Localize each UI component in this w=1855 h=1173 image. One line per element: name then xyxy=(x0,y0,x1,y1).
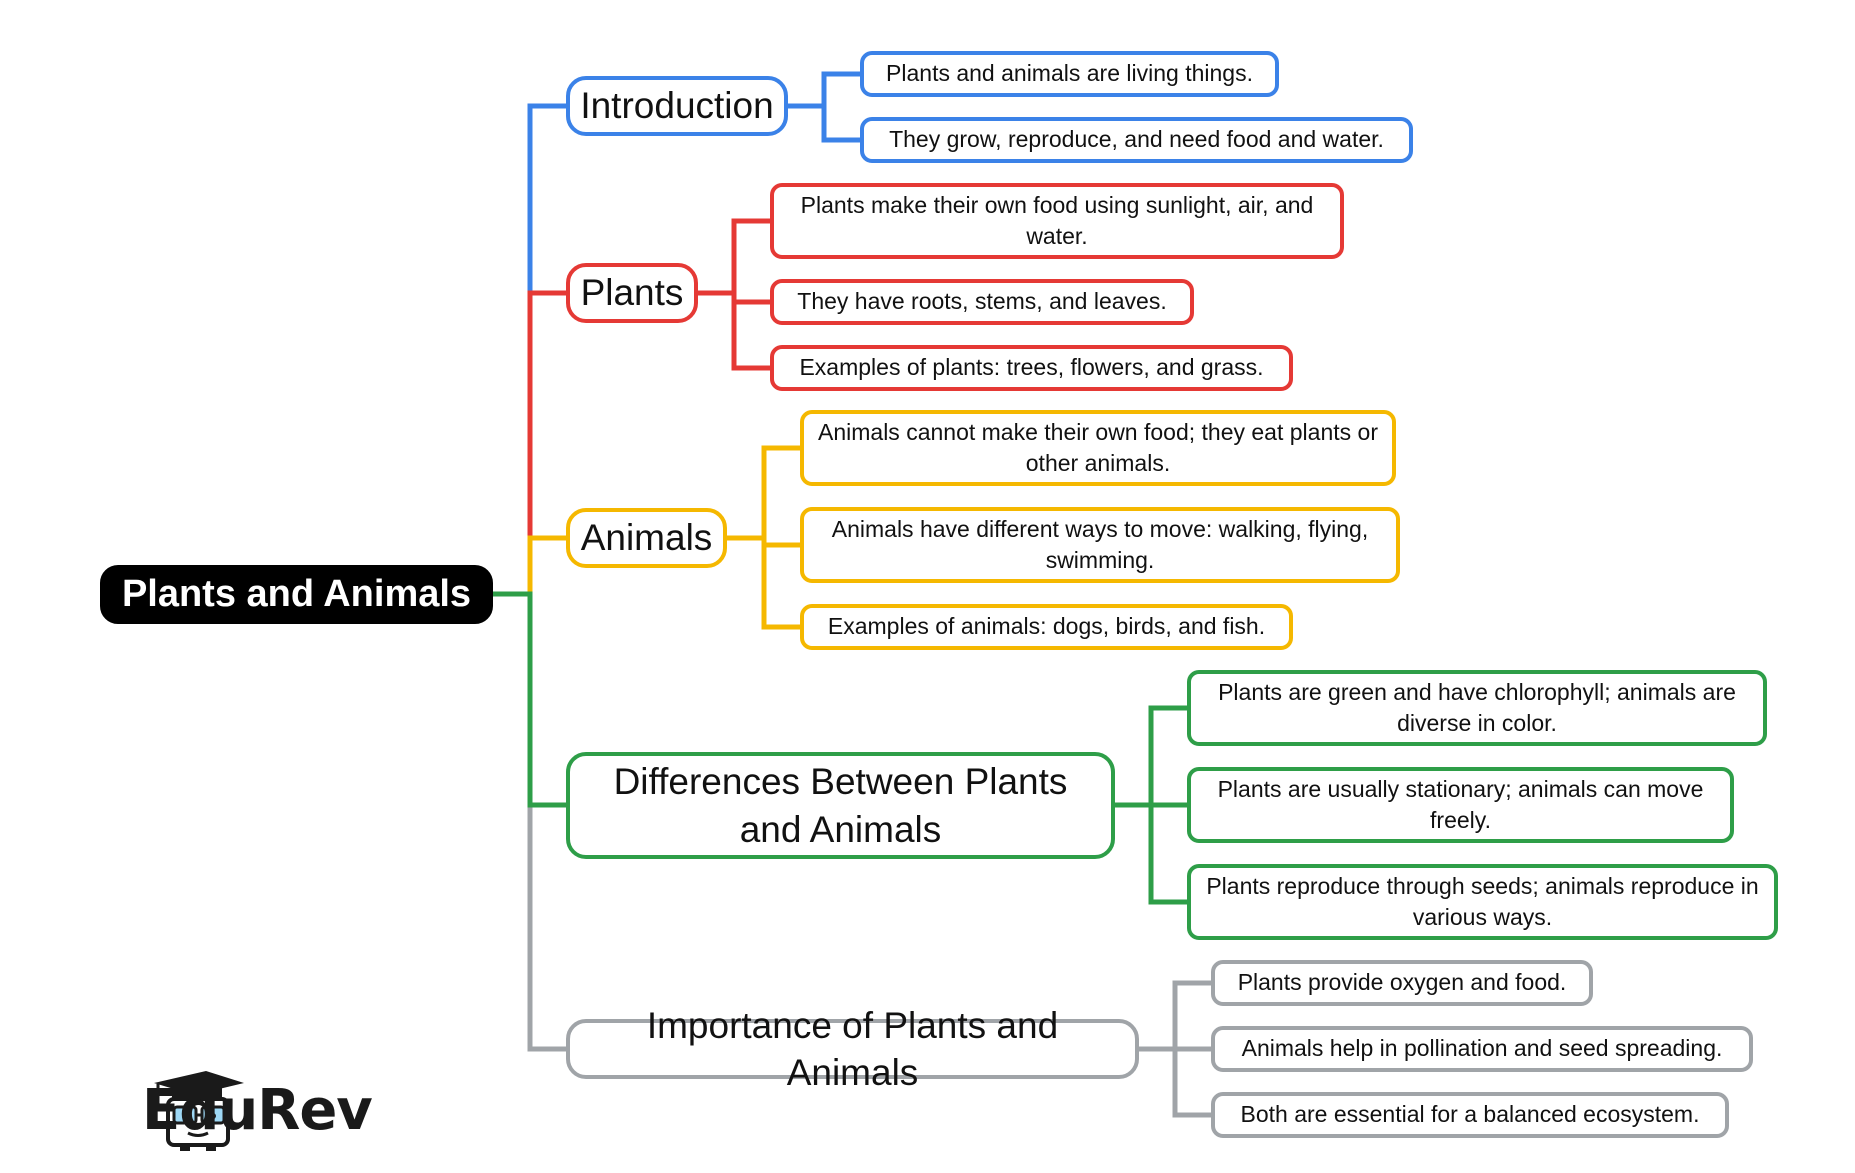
leaf-introduction-2: They grow, reproduce, and need food and … xyxy=(860,117,1413,163)
branch-label: Differences Between Plants and Animals xyxy=(613,761,1068,850)
branch-differences: Differences Between Plants and Animals xyxy=(566,752,1115,859)
leaf-differences-1: Plants are green and have chlorophyll; a… xyxy=(1187,670,1767,746)
leaf-plants-2: They have roots, stems, and leaves. xyxy=(770,279,1194,325)
leaf-introduction-1: Plants and animals are living things. xyxy=(860,51,1279,97)
root-node: Plants and Animals xyxy=(100,565,493,624)
branch-label: Plants xyxy=(580,272,684,314)
branch-introduction: Introduction xyxy=(566,76,788,136)
branch-animals: Animals xyxy=(566,508,727,568)
branch-label: Introduction xyxy=(580,85,774,127)
branch-label: Importance of Plants and Animals xyxy=(646,1004,1059,1093)
leaf-importance-1: Plants provide oxygen and food. xyxy=(1211,960,1593,1006)
branch-plants: Plants xyxy=(566,263,698,323)
leaf-importance-2: Animals help in pollination and seed spr… xyxy=(1211,1026,1753,1072)
leaf-differences-3: Plants reproduce through seeds; animals … xyxy=(1187,864,1778,940)
leaf-animals-2: Animals have different ways to move: wal… xyxy=(800,507,1400,583)
leaf-importance-3: Both are essential for a balanced ecosys… xyxy=(1211,1092,1729,1138)
branch-label: Animals xyxy=(580,517,713,559)
leaf-animals-3: Examples of animals: dogs, birds, and fi… xyxy=(800,604,1293,650)
branch-importance: Importance of Plants and Animals xyxy=(566,1005,1139,1093)
leaf-plants-1: Plants make their own food using sunligh… xyxy=(770,183,1344,259)
root-label: Plants and Animals xyxy=(121,572,472,615)
leaf-plants-3: Examples of plants: trees, flowers, and … xyxy=(770,345,1293,391)
leaf-animals-1: Animals cannot make their own food; they… xyxy=(800,410,1396,486)
logo-text: EduRev xyxy=(142,1078,373,1143)
leaf-differences-2: Plants are usually stationary; animals c… xyxy=(1187,767,1734,843)
edurev-logo-icon xyxy=(154,1071,244,1151)
